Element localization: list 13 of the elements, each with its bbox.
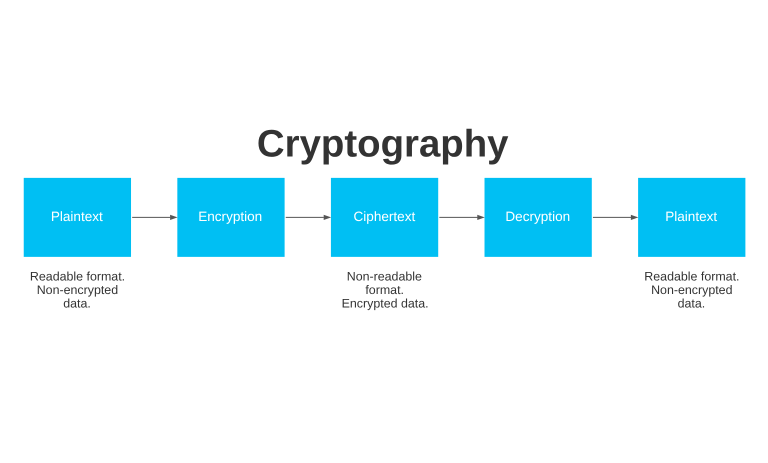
node-label: Readable format. Non-encrypted data.: [30, 269, 126, 311]
node-box: Decryption: [484, 178, 592, 257]
node-box: Plaintext: [24, 178, 132, 257]
diagram-title: Cryptography: [256, 122, 509, 166]
node-box: Ciphertext: [330, 178, 438, 257]
node-label: Non-readable format. Encrypted data.: [342, 269, 429, 311]
arrow: [285, 214, 332, 220]
arrow: [592, 214, 638, 220]
arrow: [132, 214, 178, 220]
node-box: Encryption: [177, 178, 285, 257]
arrow: [438, 214, 485, 220]
node-box: Plaintext: [638, 178, 746, 257]
node-label: Readable format. Non-encrypted data.: [644, 269, 740, 311]
